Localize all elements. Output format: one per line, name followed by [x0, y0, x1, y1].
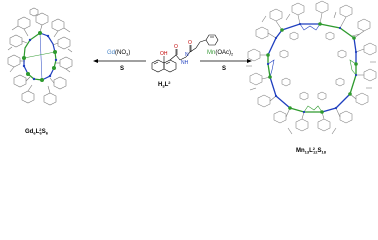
ligand-n-label: N [185, 52, 189, 58]
ligand-oh-label: OH [160, 51, 168, 57]
left-reaction-arrow [93, 59, 146, 63]
ligand-o2-label: O [188, 40, 192, 46]
gd6-cluster-structure [7, 7, 73, 106]
mn13-wheel-structure [246, 0, 377, 135]
h3l2-ligand-structure [151, 34, 219, 73]
left-arrow-solvent: S [120, 66, 124, 72]
h3l2-formula-label: H3L2 [158, 80, 171, 89]
ligand-nh-label: NH [181, 60, 189, 66]
ligand-o1-label: O [174, 44, 178, 50]
left-arrow-reagent: Gd(NO3) [107, 50, 130, 57]
right-arrow-solvent: S [222, 66, 226, 72]
right-arrow-reagent: Mn(OAc)2 [207, 50, 234, 57]
right-reaction-arrow [200, 59, 252, 63]
